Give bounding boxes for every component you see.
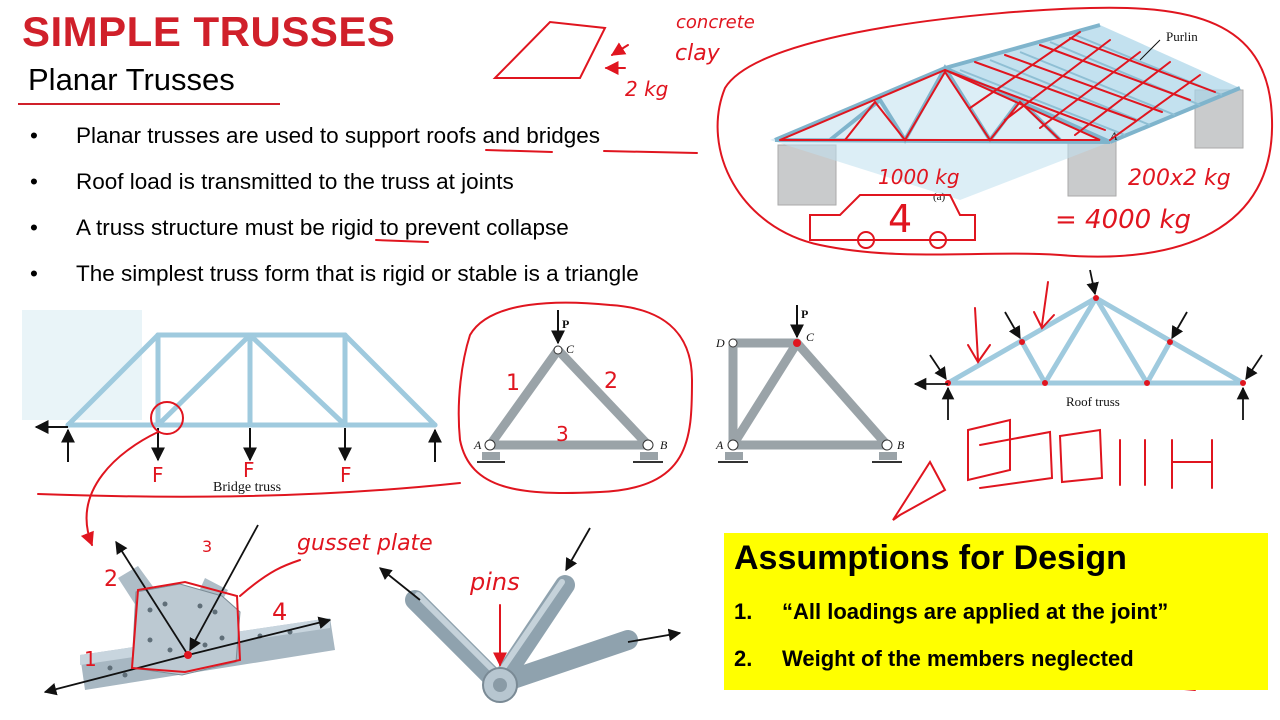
square-joint-d: D (715, 336, 725, 350)
annot-gusset-plate: gusset plate (297, 531, 433, 556)
assumption-number: 1. (734, 599, 753, 624)
assumption-number: 2. (734, 646, 753, 671)
annot-member-3: 3 (202, 537, 212, 556)
annot-concrete: concrete (676, 12, 755, 33)
annot-result: = 4000 kg (1055, 205, 1191, 235)
pin-joint-figure (379, 527, 682, 703)
roof-truss-figure: Roof truss (913, 269, 1263, 420)
annot-member-2: 2 (604, 369, 618, 394)
purlin-label: Purlin (1166, 29, 1198, 44)
annot-force-f: F (152, 463, 164, 487)
annot-pins: pins (469, 568, 520, 596)
bullet-dot: • (30, 261, 38, 286)
square-joint-c: C (806, 330, 815, 344)
square-joint-b: B (897, 438, 905, 452)
square-load-label: P (801, 307, 808, 321)
bridge-truss-figure: Bridge truss (22, 310, 442, 495)
bridge-truss-caption: Bridge truss (213, 480, 281, 495)
annot-member-2: 2 (104, 567, 118, 592)
roof-truss-caption: Roof truss (1066, 394, 1120, 409)
bullet-dot: • (30, 169, 38, 194)
bullet-dot: • (30, 123, 38, 148)
annot-1000kg: 1000 kg (878, 165, 960, 189)
bullet-dot: • (30, 215, 38, 240)
assumption-text: “All loadings are applied at the joint” (782, 599, 1169, 624)
gusset-joint-figure (43, 524, 335, 696)
assumption-text: Weight of the members neglected (782, 646, 1134, 671)
slide-subtitle: Planar Trusses (28, 62, 235, 97)
annot-member-1: 1 (84, 647, 97, 671)
annot-number-4: 4 (888, 197, 912, 241)
triangle-truss-figure: P C A B (473, 310, 668, 463)
triangle-load-label: P (562, 317, 569, 331)
roof-caption: (a) (933, 191, 946, 203)
bullet-text: Roof load is transmitted to the truss at… (76, 169, 514, 194)
annot-member-4: 4 (272, 598, 287, 626)
slide-title: SIMPLE TRUSSES (22, 8, 396, 55)
assumptions-title: Assumptions for Design (734, 539, 1127, 577)
annot-2kg: 2 kg (625, 77, 668, 101)
triangle-joint-a: A (473, 438, 482, 452)
annot-member-1: 1 (506, 371, 520, 396)
annot-clay: clay (675, 41, 721, 66)
annot-member-3: 3 (556, 422, 569, 446)
triangle-joint-c: C (566, 342, 575, 356)
bullet-text: A truss structure must be rigid to preve… (76, 215, 569, 240)
annot-force-f: F (243, 458, 255, 482)
triangle-joint-b: B (660, 438, 668, 452)
annot-product: 200x2 kg (1128, 166, 1231, 191)
subtitle-underline (18, 103, 280, 105)
annot-force-f: F (340, 463, 352, 487)
square-joint-a: A (715, 438, 724, 452)
bullet-text: Planar trusses are used to support roofs… (76, 123, 601, 148)
roof-structure-figure: Purlin A (a) (770, 23, 1244, 206)
assumptions-box: Assumptions for Design 1. “All loadings … (724, 533, 1268, 690)
roof-point-a-label: A (1109, 129, 1118, 143)
square-truss-figure: P C D A B (715, 305, 905, 463)
bullet-text: The simplest truss form that is rigid or… (76, 261, 639, 286)
